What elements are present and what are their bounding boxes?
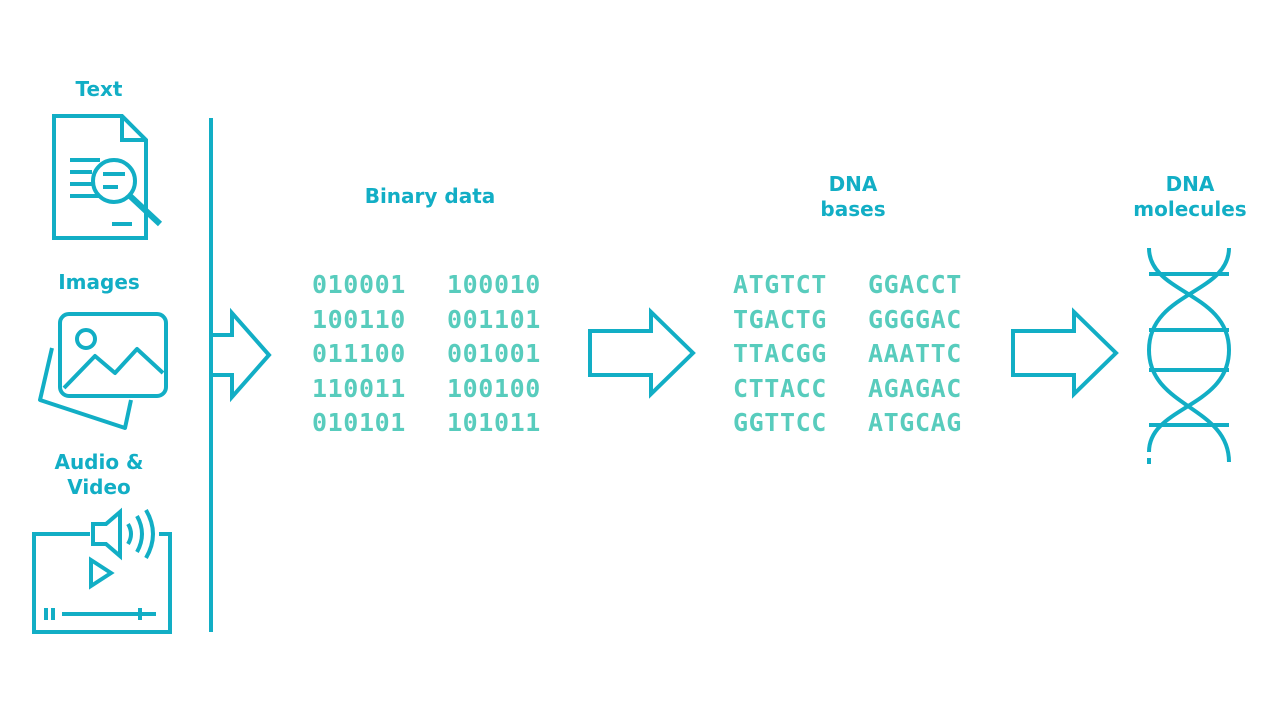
document-magnifier-icon xyxy=(52,114,163,240)
base-sequence: GGTTCC xyxy=(733,408,827,437)
binary-value: 001101 xyxy=(447,304,541,334)
binary-value: 100110 xyxy=(312,304,406,334)
binary-value: 110011 xyxy=(312,373,406,403)
source-label-audio-video: Audio & Video xyxy=(54,450,144,499)
base-sequence: ATGCAG xyxy=(868,408,962,437)
base-sequence: TTACGG xyxy=(733,339,827,368)
base-sequence: AAATTC xyxy=(868,339,962,368)
source-label-images: Images xyxy=(58,270,140,294)
base-sequence: TGACTG xyxy=(733,304,827,334)
binary-value: 010101 xyxy=(312,408,406,437)
base-sequence: AGAGAC xyxy=(868,373,962,403)
bases-column-2: GGACCT GGGGAC AAATTC AGAGAC ATGCAG xyxy=(868,268,962,441)
base-sequence: ATGTCT xyxy=(733,270,827,299)
photo-gallery-icon xyxy=(38,312,168,430)
base-sequence: CTTACC xyxy=(733,373,827,403)
base-sequence: GGACCT xyxy=(868,270,962,299)
merge-arrow xyxy=(209,118,272,632)
binary-value: 011100 xyxy=(312,339,406,368)
video-player-speaker-icon xyxy=(32,507,172,634)
stage-label-binary: Binary data xyxy=(364,184,496,208)
binary-value: 100010 xyxy=(447,270,541,299)
stage-label-dna-bases: DNA bases xyxy=(820,172,886,221)
binary-value: 101011 xyxy=(447,408,541,437)
binary-value: 001001 xyxy=(447,339,541,368)
arrow-binary-to-bases xyxy=(588,307,696,399)
source-label-text: Text xyxy=(75,77,123,101)
stage-label-dna-molecules: DNA molecules xyxy=(1133,172,1247,221)
binary-value: 010001 xyxy=(312,270,406,299)
dna-double-helix-icon xyxy=(1146,247,1232,464)
arrow-bases-to-molecules xyxy=(1011,307,1119,399)
base-sequence: GGGGAC xyxy=(868,304,962,334)
bases-column-1: ATGTCT TGACTG TTACGG CTTACC GGTTCC xyxy=(733,268,827,441)
binary-column-1: 010001 100110 011100 110011 010101 xyxy=(312,268,406,441)
binary-column-2: 100010 001101 001001 100100 101011 xyxy=(447,268,541,441)
binary-value: 100100 xyxy=(447,373,541,403)
